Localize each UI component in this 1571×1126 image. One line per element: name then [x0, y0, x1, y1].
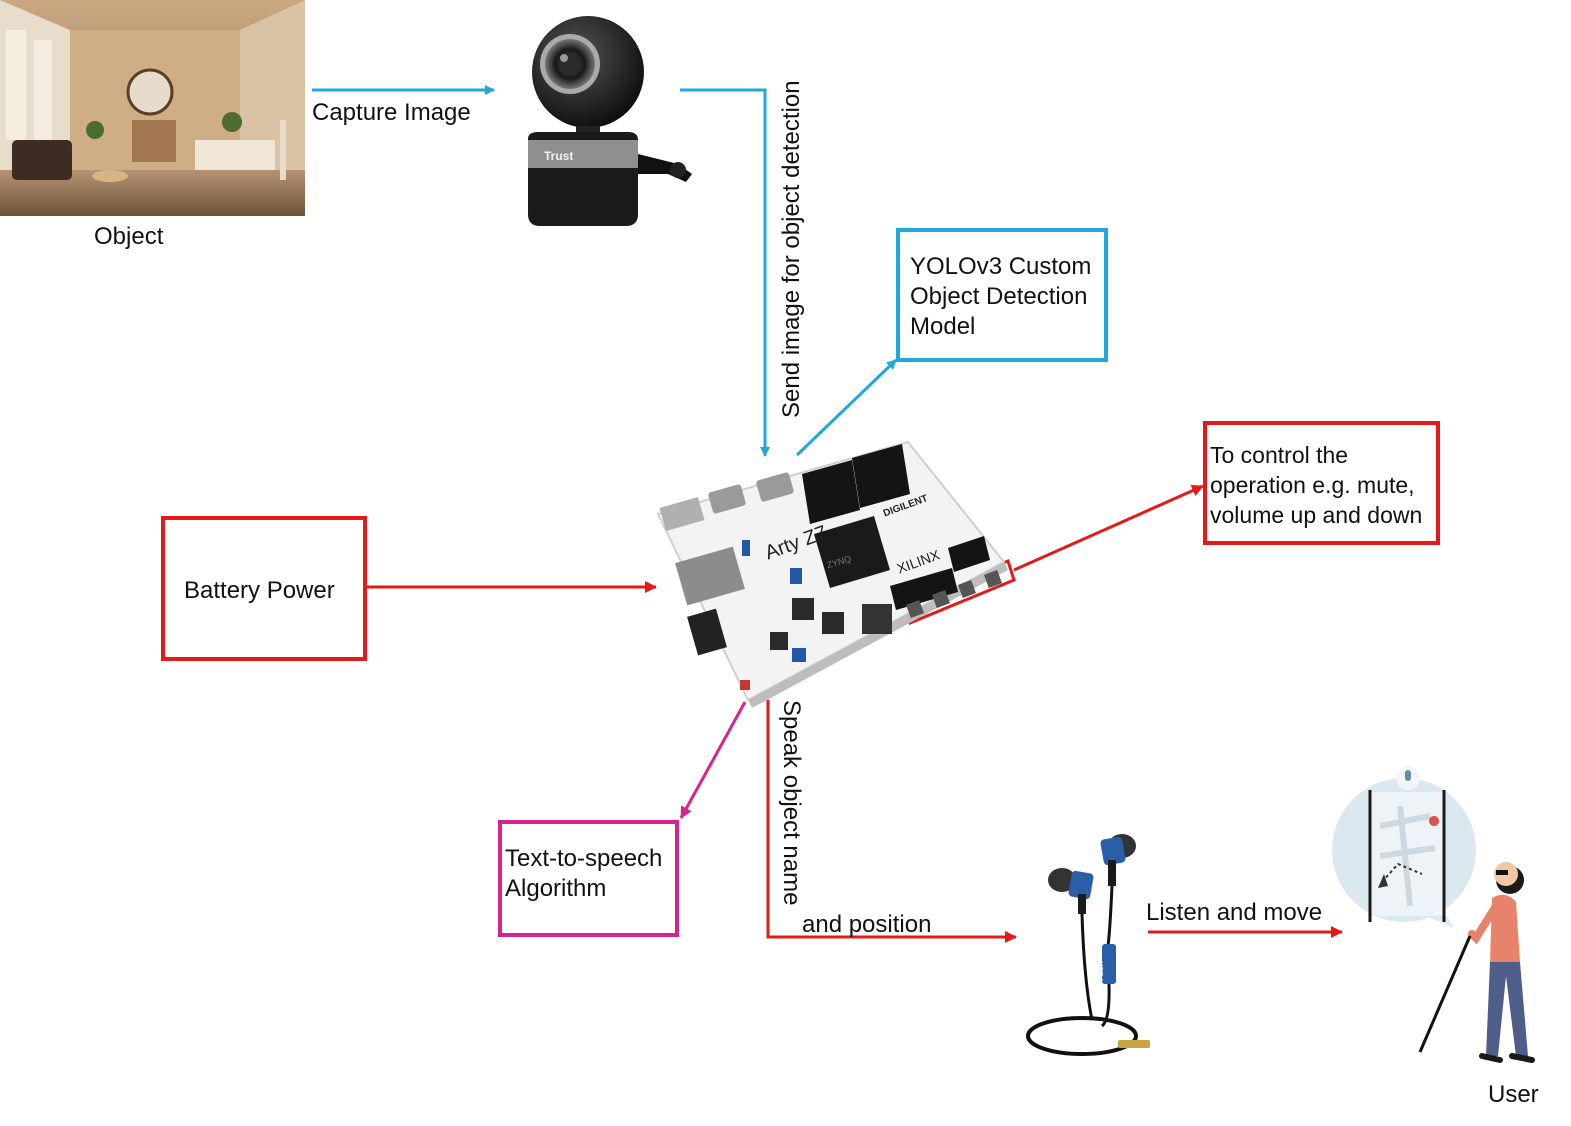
control-box: [1203, 421, 1440, 545]
object-label: Object: [94, 223, 164, 250]
control-text: To control the operation e.g. mute, volu…: [1210, 442, 1423, 528]
send-image-label: Send image for object detection: [778, 80, 805, 418]
listen-move-label: Listen and move: [1146, 899, 1323, 926]
arty-z7-board: ZYNQ Arty Z7 DIGILENT XILINX: [652, 436, 1024, 708]
battery-power-text: Battery Power: [184, 577, 335, 604]
yolo-model-text: YOLOv3 Custom Object Detection Model: [910, 253, 1092, 340]
yolo-arrow: [795, 358, 898, 457]
send-image-arrow: [680, 88, 770, 457]
capture-image-label: Capture Image: [312, 99, 471, 126]
user-label: User: [1488, 1081, 1539, 1108]
user-navigation-illustration: [1330, 756, 1550, 1072]
tts-text: Text-to-speech Algorithm: [505, 845, 663, 902]
and-position-label: and position: [802, 911, 932, 938]
tts-arrow: [679, 701, 747, 819]
speak-arrow: [766, 700, 1017, 943]
webcam-image: Trust: [518, 14, 696, 228]
earphones-brand-text: XTRA: [1095, 961, 1104, 983]
tts-box: [498, 820, 679, 937]
webcam-brand-text: Trust: [544, 149, 573, 163]
earphones-image: XTRA: [1022, 830, 1154, 1064]
battery-power-box: [161, 516, 367, 661]
speak-label: Speak object name: [778, 700, 805, 906]
yolo-model-box: [896, 228, 1108, 362]
control-arrow: [1013, 484, 1204, 572]
room-object-image: [0, 0, 305, 216]
